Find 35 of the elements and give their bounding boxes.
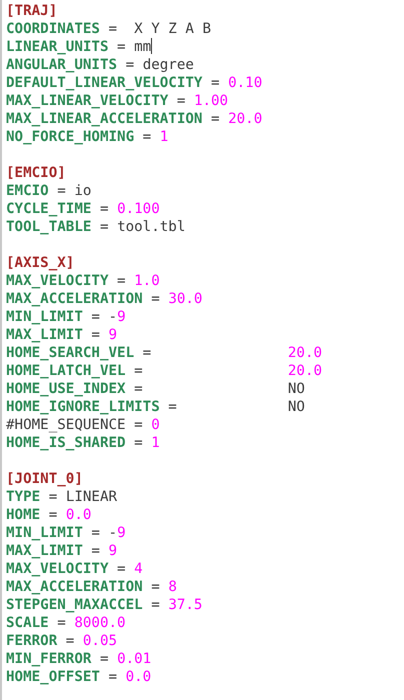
config-line: MAX_VELOCITY = 4: [6, 560, 143, 578]
config-line: MAX_LIMIT = 9: [6, 326, 118, 344]
config-line: MAX_ACCELERATION = 8: [6, 578, 177, 596]
config-line: FERROR = 0.05: [6, 632, 118, 650]
section-header: [JOINT_0]: [6, 470, 83, 488]
config-line: MAX_VELOCITY = 1.0: [6, 272, 160, 290]
config-line: MIN_LIMIT = -9: [6, 524, 126, 542]
config-line: MIN_LIMIT = -9: [6, 308, 126, 326]
config-line: HOME_SEARCH_VEL = 20.0: [6, 344, 322, 362]
config-line: MAX_LIMIT = 9: [6, 542, 118, 560]
config-line: TOOL_TABLE = tool.tbl: [6, 218, 186, 236]
config-line: TYPE = LINEAR: [6, 488, 118, 506]
config-line: EMCIO = io: [6, 182, 92, 200]
config-line: ANGULAR_UNITS = degree: [6, 56, 194, 74]
section-header: [AXIS_X]: [6, 254, 74, 272]
section-header: [EMCIO]: [6, 164, 66, 182]
config-line: HOME_OFFSET = 0.0: [6, 668, 152, 686]
comment-line: #HOME_SEQUENCE = 0: [6, 416, 160, 434]
config-line: HOME_IS_SHARED = 1: [6, 434, 160, 452]
config-line: NO_FORCE_HOMING = 1: [6, 128, 168, 146]
config-line: HOME_IGNORE_LIMITS = NO: [6, 398, 305, 416]
section-header: [TRAJ]: [6, 2, 58, 20]
config-line: MAX_LINEAR_VELOCITY = 1.00: [6, 92, 228, 110]
config-line: COORDINATES = X Y Z A B: [6, 20, 212, 38]
config-line: DEFAULT_LINEAR_VELOCITY = 0.10: [6, 74, 262, 92]
config-line: LINEAR_UNITS = mm: [6, 38, 152, 56]
config-line: CYCLE_TIME = 0.100: [6, 200, 160, 218]
config-line: HOME = 0.0: [6, 506, 92, 524]
config-line: STEPGEN_MAXACCEL = 37.5: [6, 596, 202, 614]
config-line: MAX_LINEAR_ACCELERATION = 20.0: [6, 110, 262, 128]
config-line: MIN_FERROR = 0.01: [6, 650, 152, 668]
config-line: MAX_ACCELERATION = 30.0: [6, 290, 202, 308]
config-line: HOME_USE_INDEX = NO: [6, 380, 305, 398]
config-line: SCALE = 8000.0: [6, 614, 126, 632]
config-line: HOME_LATCH_VEL = 20.0: [6, 362, 322, 380]
